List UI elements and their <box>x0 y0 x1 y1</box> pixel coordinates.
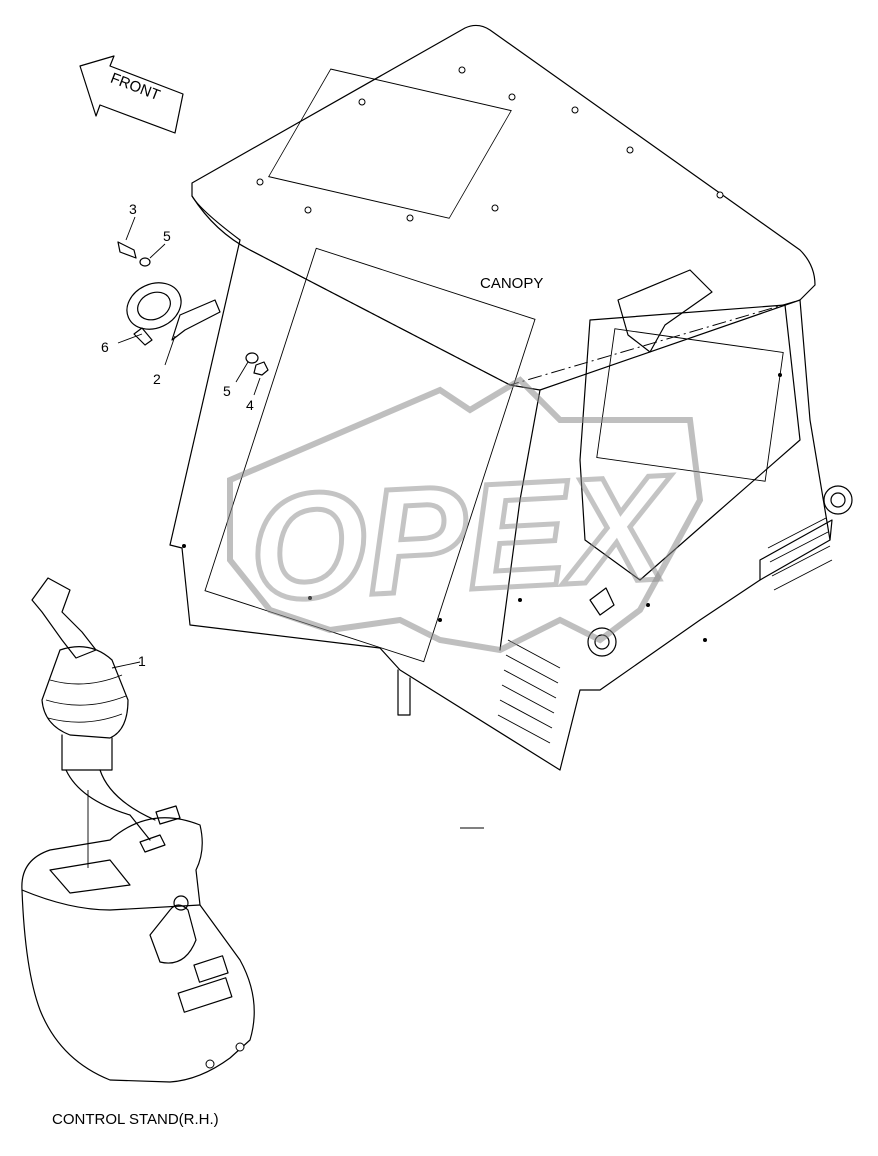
canopy-roof <box>191 24 816 391</box>
bolt-part-3 <box>117 241 137 259</box>
joystick-lever <box>31 577 181 853</box>
callout-5-top: 5 <box>163 228 171 244</box>
callout-3: 3 <box>129 201 137 217</box>
horn-part-6 <box>126 282 182 330</box>
side-louvres <box>497 517 833 744</box>
roof-vent-grid <box>268 68 512 219</box>
callout-2: 2 <box>153 371 161 387</box>
watermark-logo: OPEX <box>227 376 704 654</box>
washer-part-5b <box>245 352 259 364</box>
front-label: FRONT <box>108 70 162 104</box>
canopy-body <box>169 239 853 771</box>
svg-text:OPEX: OPEX <box>246 442 679 632</box>
callout-1: 1 <box>138 653 146 669</box>
control-stand <box>21 790 255 1083</box>
bracket-assembly <box>117 216 269 396</box>
callout-5-bottom: 5 <box>223 383 231 399</box>
canopy-label: CANOPY <box>480 275 543 292</box>
callout-6: 6 <box>101 339 109 355</box>
front-arrow: FRONT <box>79 55 184 134</box>
washer-part-5 <box>139 257 151 267</box>
control-stand-label: CONTROL STAND(R.H.) <box>52 1111 219 1128</box>
bracket-part-2 <box>171 299 221 341</box>
nut-part-4 <box>253 361 269 376</box>
callout-4: 4 <box>246 397 254 413</box>
